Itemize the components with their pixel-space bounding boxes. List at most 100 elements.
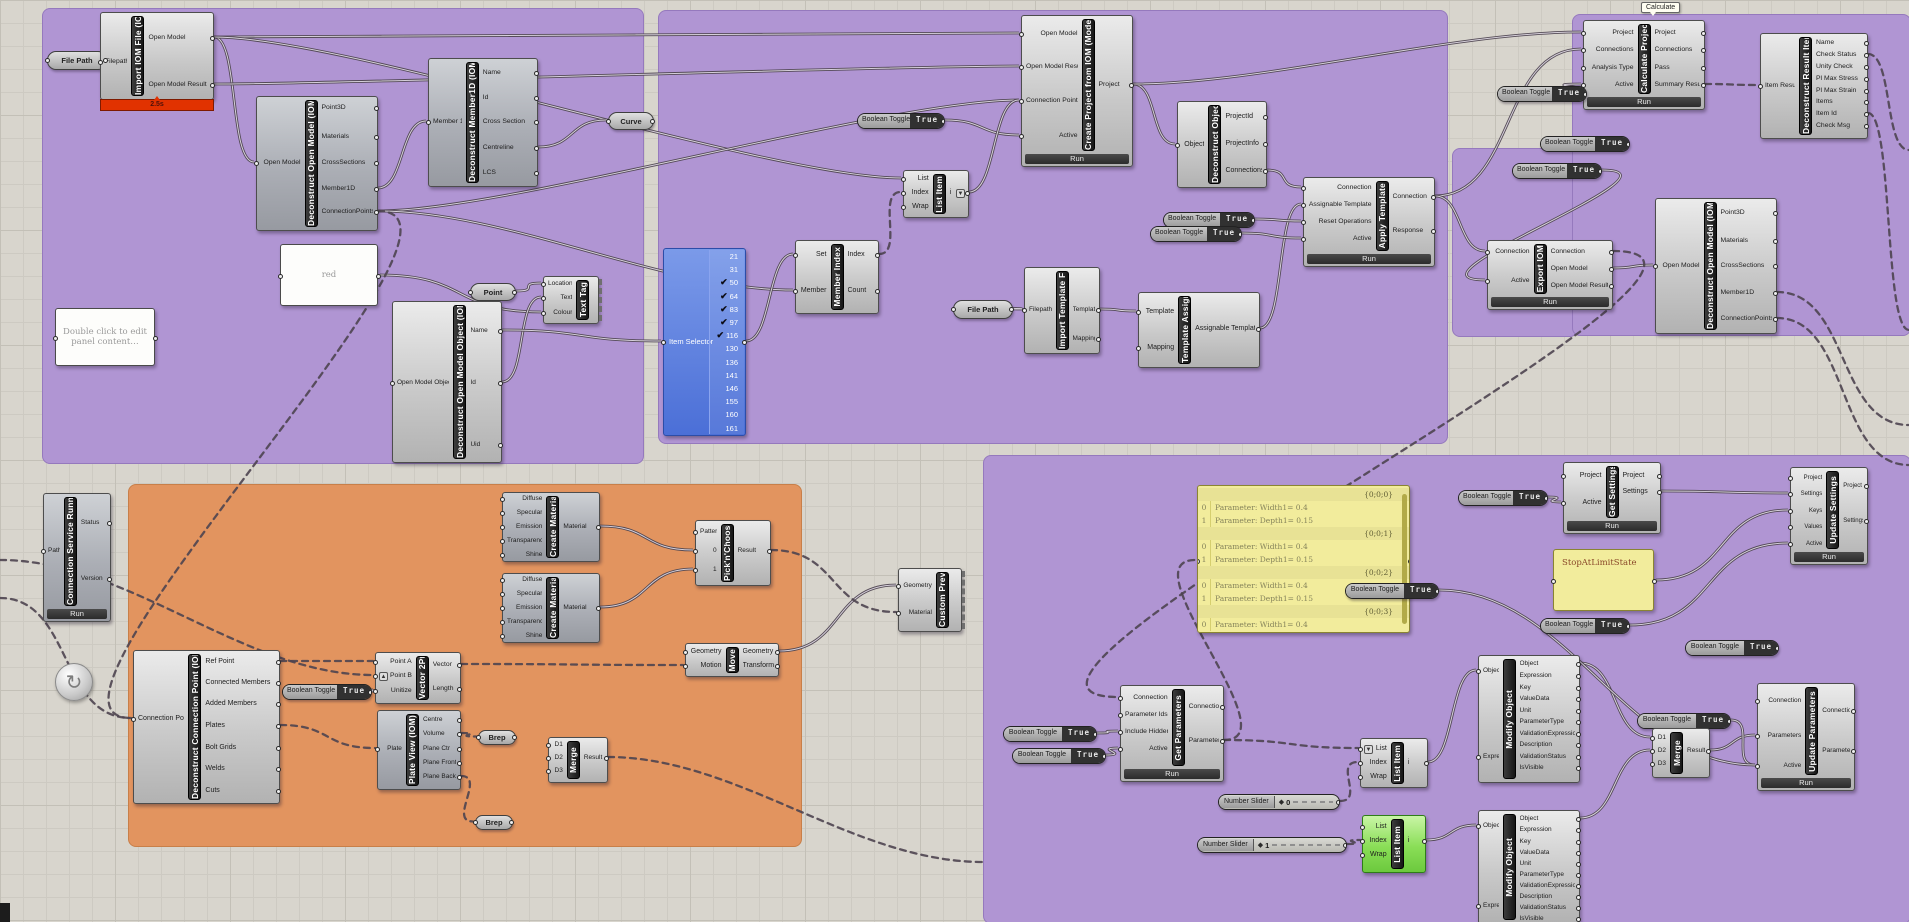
wire-node[interactable] bbox=[1576, 827, 1581, 833]
wire-node[interactable] bbox=[1788, 524, 1793, 530]
wire-node[interactable] bbox=[1576, 742, 1581, 748]
wire-node[interactable] bbox=[1581, 65, 1586, 71]
create-project-from-iom[interactable]: Create Project from IOM (Model)Open Mode… bbox=[1019, 15, 1134, 167]
wire-node[interactable] bbox=[1576, 894, 1581, 900]
wire-node[interactable] bbox=[1019, 64, 1024, 70]
wire-node[interactable] bbox=[1198, 558, 1200, 564]
wire-node[interactable] bbox=[457, 731, 462, 737]
wire-node[interactable] bbox=[1864, 52, 1869, 58]
stop-at-limit-state-panel[interactable]: StopAtLimitState bbox=[1551, 549, 1657, 611]
wire-node[interactable] bbox=[604, 755, 609, 761]
wire-node[interactable] bbox=[1360, 838, 1365, 844]
wire-node[interactable] bbox=[1238, 231, 1241, 237]
wire-node[interactable] bbox=[509, 820, 514, 825]
wire-node[interactable] bbox=[368, 689, 371, 695]
wire-node[interactable] bbox=[1118, 712, 1123, 718]
wire-node[interactable] bbox=[1755, 698, 1760, 704]
wire-dashed[interactable] bbox=[459, 731, 478, 738]
selector-item[interactable]: ✔83 bbox=[710, 303, 744, 316]
wire-node[interactable] bbox=[426, 119, 431, 125]
wire-node[interactable] bbox=[500, 538, 505, 544]
run-button[interactable]: Run bbox=[1025, 154, 1129, 164]
wire-node[interactable] bbox=[896, 610, 901, 616]
wire-node[interactable] bbox=[1576, 872, 1581, 878]
wire-node[interactable] bbox=[500, 605, 505, 611]
slider-knob-icon[interactable]: ◆ bbox=[1278, 799, 1285, 806]
wire-node[interactable] bbox=[1129, 82, 1134, 88]
run-button[interactable]: Run bbox=[47, 609, 107, 619]
wire-node[interactable] bbox=[1581, 82, 1586, 88]
brep-param[interactable]: Brep bbox=[473, 815, 514, 830]
wire-node[interactable] bbox=[374, 134, 379, 140]
wire-dashed[interactable] bbox=[877, 190, 903, 256]
wire-node[interactable] bbox=[500, 633, 505, 639]
wire-node[interactable] bbox=[1864, 76, 1869, 82]
wire-node[interactable] bbox=[1096, 336, 1101, 342]
wire-node[interactable] bbox=[1701, 65, 1706, 71]
wire-node[interactable] bbox=[1476, 754, 1481, 760]
wire-node[interactable] bbox=[1773, 210, 1778, 216]
wire-node[interactable] bbox=[901, 204, 906, 210]
wire-node[interactable] bbox=[1576, 905, 1581, 911]
wire-node[interactable] bbox=[276, 723, 281, 729]
wire-node[interactable] bbox=[951, 307, 956, 312]
wire-node[interactable] bbox=[1576, 708, 1581, 714]
wire-node[interactable] bbox=[1598, 168, 1601, 174]
wire-node[interactable] bbox=[1220, 738, 1225, 744]
wire-node[interactable] bbox=[1022, 307, 1027, 313]
wire-node[interactable] bbox=[1650, 761, 1655, 767]
wire-node[interactable] bbox=[374, 105, 379, 111]
wire-node[interactable] bbox=[131, 716, 136, 722]
slider-track[interactable] bbox=[1272, 844, 1340, 846]
wire-dashed[interactable] bbox=[1085, 249, 1646, 699]
wire-node[interactable] bbox=[1136, 345, 1141, 351]
toggle-value[interactable]: True bbox=[1512, 491, 1547, 505]
wire-node[interactable] bbox=[1864, 40, 1869, 46]
wire-node[interactable] bbox=[1609, 249, 1614, 255]
wire-node[interactable] bbox=[375, 746, 380, 752]
wire-node[interactable] bbox=[693, 567, 698, 573]
wire-node[interactable] bbox=[693, 529, 698, 535]
wire-dashed[interactable] bbox=[459, 774, 475, 823]
deconstruct-connection-point[interactable]: Deconstruct Connection Point (IOM)Connec… bbox=[131, 650, 281, 804]
toggle-value[interactable]: True bbox=[336, 685, 371, 699]
wire-node[interactable] bbox=[1626, 623, 1629, 629]
wire-node[interactable] bbox=[1301, 202, 1306, 208]
wire-node[interactable] bbox=[901, 190, 906, 196]
wire-node[interactable] bbox=[98, 59, 103, 65]
panel-scrollbar[interactable] bbox=[1402, 494, 1407, 624]
wire-node[interactable] bbox=[278, 273, 283, 279]
toggle-value[interactable]: True bbox=[1743, 641, 1778, 655]
wire-node[interactable] bbox=[1118, 729, 1123, 735]
run-button[interactable]: Run bbox=[1794, 552, 1864, 562]
pick-n-choose[interactable]: Pick'n'ChoosePattern01Result bbox=[693, 520, 772, 586]
deconstruct-member1d[interactable]: Deconstruct Member1D (IOM)Member 1DNameI… bbox=[426, 58, 539, 187]
wire-node[interactable] bbox=[457, 760, 462, 766]
viewport-compass[interactable]: ↻ bbox=[55, 663, 93, 701]
selector-item[interactable]: 160 bbox=[710, 408, 744, 421]
wire-node[interactable] bbox=[1019, 31, 1024, 37]
wire-node[interactable] bbox=[374, 186, 379, 192]
wire-node[interactable] bbox=[1476, 823, 1481, 829]
wire-node[interactable] bbox=[276, 745, 281, 751]
wire-node[interactable] bbox=[941, 118, 944, 124]
selector-item[interactable]: ✔97 bbox=[710, 316, 744, 329]
wire-node[interactable] bbox=[498, 328, 503, 334]
wire-node[interactable] bbox=[693, 548, 698, 554]
wire-dashed[interactable] bbox=[769, 548, 898, 614]
wire-node[interactable] bbox=[1360, 824, 1365, 830]
wire-node[interactable] bbox=[1576, 850, 1581, 856]
wire-node[interactable] bbox=[476, 735, 481, 740]
wire-node[interactable] bbox=[1263, 114, 1268, 120]
wire-node[interactable] bbox=[473, 820, 478, 825]
